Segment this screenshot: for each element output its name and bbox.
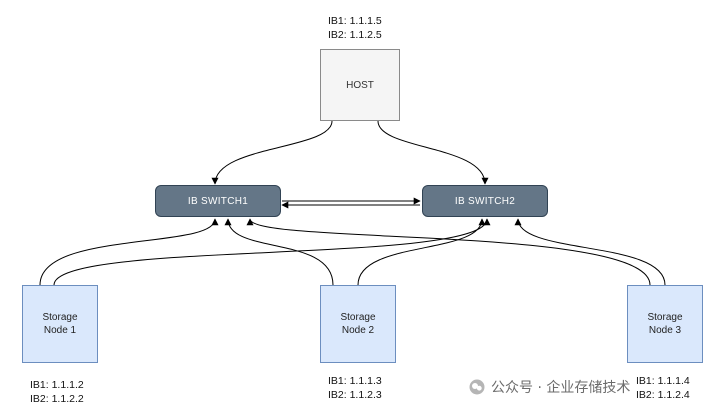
storage-node-3-ib2-address: IB2: 1.1.2.4 xyxy=(636,389,690,401)
connector-node2-switch1 xyxy=(224,218,334,286)
host-ib2-address: IB2: 1.1.2.5 xyxy=(328,29,382,41)
storage-node-2-ib2-address: IB2: 1.1.2.3 xyxy=(328,389,382,401)
connector-host-switch2 xyxy=(377,120,489,185)
storage-node-3-ib-addresses: IB1: 1.1.1.4 IB2: 1.1.2.4 xyxy=(636,374,690,402)
storage-node-1-ib-addresses: IB1: 1.1.1.2 IB2: 1.1.2.2 xyxy=(30,378,84,406)
storage-node-1-ib2-address: IB2: 1.1.2.2 xyxy=(30,393,84,405)
storage-node-1-label-line1: Storage xyxy=(42,312,78,323)
storage-node-2-label-line1: Storage xyxy=(340,312,376,323)
host-node[interactable]: HOST xyxy=(320,49,400,121)
connector-node3-switch2 xyxy=(514,218,666,286)
host-label: HOST xyxy=(346,79,374,91)
connector-node3-switch1 xyxy=(246,218,651,286)
storage-node-3-label-line1: Storage xyxy=(647,312,683,323)
host-ib1-address: IB1: 1.1.1.5 xyxy=(328,15,382,27)
ib-switch1[interactable]: IB SWITCH1 xyxy=(155,185,281,217)
storage-node-1-ib1-address: IB1: 1.1.1.2 xyxy=(30,379,84,391)
storage-node-2-ib-addresses: IB1: 1.1.1.3 IB2: 1.1.2.3 xyxy=(328,374,382,402)
storage-node-3[interactable]: Storage Node 3 xyxy=(627,285,703,363)
connector-node1-switch1 xyxy=(39,218,219,286)
host-ib-addresses: IB1: 1.1.1.5 IB2: 1.1.2.5 xyxy=(328,14,382,42)
storage-node-3-ib1-address: IB1: 1.1.1.4 xyxy=(636,375,690,387)
switch1-label: IB SWITCH1 xyxy=(187,195,249,207)
ib-switch2[interactable]: IB SWITCH2 xyxy=(422,185,548,217)
watermark: 公众号 · 企业存储技术 xyxy=(465,376,635,398)
storage-node-1[interactable]: Storage Node 1 xyxy=(22,285,98,363)
connector-node1-switch2 xyxy=(53,218,491,286)
switch2-label: IB SWITCH2 xyxy=(454,195,516,207)
watermark-text: 公众号 · 企业存储技术 xyxy=(491,380,631,396)
wechat-icon xyxy=(469,379,485,395)
connector-node2-switch2 xyxy=(357,218,486,286)
storage-node-3-label-line2: Node 3 xyxy=(648,325,682,336)
storage-node-1-label-line2: Node 1 xyxy=(43,325,77,336)
connector-host-switch1 xyxy=(211,120,333,185)
storage-node-2-ib1-address: IB1: 1.1.1.3 xyxy=(328,375,382,387)
storage-node-2-label-line2: Node 2 xyxy=(341,325,375,336)
storage-node-2[interactable]: Storage Node 2 xyxy=(320,285,396,363)
